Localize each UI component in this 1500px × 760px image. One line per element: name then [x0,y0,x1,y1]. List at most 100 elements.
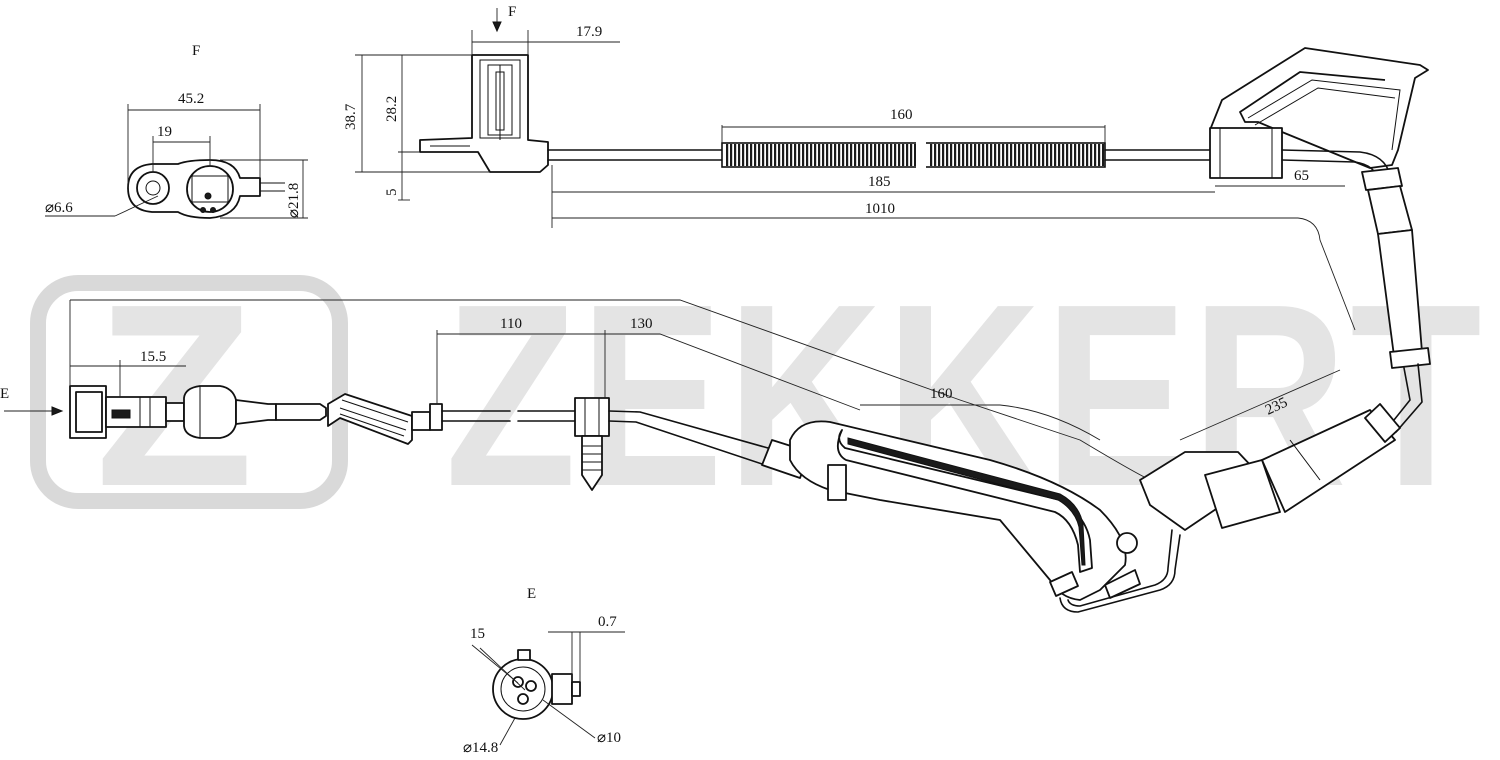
view-f-title: F [192,43,200,59]
sleeve-rib [862,144,865,166]
sleeve-rib [1010,144,1013,166]
sleeve-rib [1078,144,1081,166]
dim-28-2: 28.2 [384,96,400,122]
sleeve-rib [746,144,749,166]
sleeve-rib [1006,144,1009,166]
sleeve-rib [1038,144,1041,166]
dim-17-9: 17.9 [576,24,602,40]
grommet-right [1361,167,1431,433]
sleeve-rib [834,144,837,166]
mounting-bracket-upper [1209,47,1429,181]
sleeve-rib [938,144,941,166]
sleeve-rib [1082,144,1085,166]
sleeve-rib [986,144,989,166]
sleeve-rib [914,144,917,166]
sleeve-rib [954,144,957,166]
sleeve-rib [726,144,729,166]
sleeve-rib [850,144,853,166]
dim-5: 5 [384,189,400,197]
sleeve-rib [822,144,825,166]
dim-65: 65 [1294,168,1309,184]
connector-e: E 15.5 [0,300,327,439]
sleeve-rib [758,144,761,166]
sleeve-rib [1066,144,1069,166]
sleeve-rib [886,144,889,166]
sleeve-rib [994,144,997,166]
sleeve-rib [838,144,841,166]
sleeve-rib [818,144,821,166]
sleeve-rib [870,144,873,166]
dim-6-6: ⌀6.6 [45,200,73,216]
sleeve-rib [858,144,861,166]
sleeve-rib [910,144,913,166]
sleeve-rib [754,144,757,166]
sleeve-rib [846,144,849,166]
sleeve-rib [962,144,965,166]
detail-view-f: F 45.2 19 ⌀6.6 ⌀21.8 [45,43,308,219]
sleeve-rib [958,144,961,166]
dim-1010: 1010 [865,201,895,217]
sleeve-rib [1062,144,1065,166]
sleeve-rib [998,144,1001,166]
dim-45-2: 45.2 [178,91,204,107]
sleeve-rib [898,144,901,166]
sleeve-rib [790,144,793,166]
sleeve-rib [762,144,765,166]
sleeve-rib [1070,144,1073,166]
sleeve-rib [810,144,813,166]
sleeve-rib [778,144,781,166]
dim-10: ⌀10 [597,730,621,746]
sleeve-rib [1002,144,1005,166]
sleeve-rib [826,144,829,166]
sleeve-rib [750,144,753,166]
sleeve-ribs [726,144,1105,166]
sleeve-rib [1026,144,1029,166]
sensor-head-body [419,54,549,173]
detail-view-e: E 15 0.7 ⌀14.8 ⌀10 [463,586,625,756]
dim-21-8: ⌀21.8 [286,183,302,218]
sleeve-rib [1018,144,1021,166]
sleeve-rib [894,144,897,166]
sleeve-rib [782,144,785,166]
corrugated-sleeve [721,142,1106,168]
sleeve-rib [978,144,981,166]
sleeve-rib [890,144,893,166]
view-e-title: E [527,586,536,602]
sleeve-rib [1090,144,1093,166]
sensor-head: F 17.9 38.7 28.2 5 [343,4,620,201]
dim-160-sleeve: 160 [890,107,913,123]
sleeve-rib [770,144,773,166]
sleeve-rib [798,144,801,166]
sleeve-rib [1098,144,1101,166]
sleeve-rib [1054,144,1057,166]
sleeve-rib [1102,144,1105,166]
sleeve-rib [1022,144,1025,166]
dim-14-8: ⌀14.8 [463,740,498,756]
label-f-arrow: F [508,4,516,20]
sleeve-rib [794,144,797,166]
sleeve-rib [802,144,805,166]
sleeve-rib [1050,144,1053,166]
sleeve-rib [982,144,985,166]
watermark-logo-frame [30,275,348,509]
sleeve-rib [950,144,953,166]
sleeve-rib [906,144,909,166]
sleeve-rib [1034,144,1037,166]
sleeve-rib [774,144,777,166]
sleeve-rib [1058,144,1061,166]
sleeve-rib [934,144,937,166]
sleeve-rib [1042,144,1045,166]
sleeve-rib [970,144,973,166]
sleeve-rib [766,144,769,166]
sleeve-rib [902,144,905,166]
cable-top: 160 185 1010 65 [547,107,1356,331]
sleeve-rib [866,144,869,166]
dim-110: 110 [500,316,522,332]
dim-15-5: 15.5 [140,349,166,365]
dim-19: 19 [157,124,172,140]
cable-lower: 110 130 160 [70,299,1151,491]
sleeve-rib [1030,144,1033,166]
sleeve-rib [786,144,789,166]
sleeve-rib [974,144,977,166]
dim-130: 130 [630,316,653,332]
